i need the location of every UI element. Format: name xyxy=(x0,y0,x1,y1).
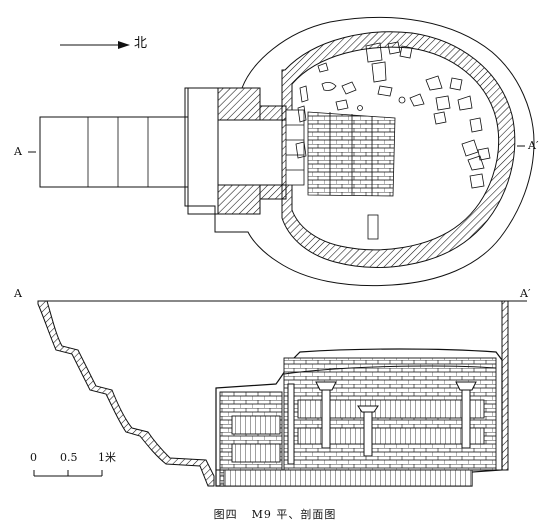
north-arrow-icon xyxy=(60,41,130,49)
wall-columns xyxy=(287,381,477,465)
grave-goods-fragments xyxy=(295,41,491,189)
plan-section-label-a-prime: A′ xyxy=(528,139,539,152)
plan-view xyxy=(28,16,535,287)
passage-wall-bottom xyxy=(217,184,261,215)
figure-caption: 图四 M9 平、剖面图 xyxy=(0,506,550,522)
right-earth-profile xyxy=(501,300,509,471)
scale-tick-0: 0 xyxy=(30,451,37,464)
plan-section-label-a: A xyxy=(14,145,22,158)
section-label-a: A xyxy=(14,287,22,300)
brick-fragment xyxy=(367,214,379,240)
stepped-earth-profile xyxy=(37,300,215,487)
chamber-wall xyxy=(281,31,516,268)
dromos xyxy=(39,116,189,188)
scale-bar xyxy=(33,470,103,477)
caption-number: 图四 xyxy=(213,508,238,521)
section-label-a-prime: A′ xyxy=(520,287,531,300)
caption-title: M9 平、剖面图 xyxy=(251,508,337,521)
pit-outline xyxy=(184,16,535,287)
scale-tick-1m: 1米 xyxy=(98,451,116,464)
brick-platform xyxy=(285,109,396,197)
section-view xyxy=(37,300,527,487)
passage-wall-top xyxy=(217,87,261,121)
entrance-block xyxy=(187,87,219,215)
north-label: 北 xyxy=(134,36,148,51)
scale-tick-0-5: 0.5 xyxy=(60,451,78,464)
